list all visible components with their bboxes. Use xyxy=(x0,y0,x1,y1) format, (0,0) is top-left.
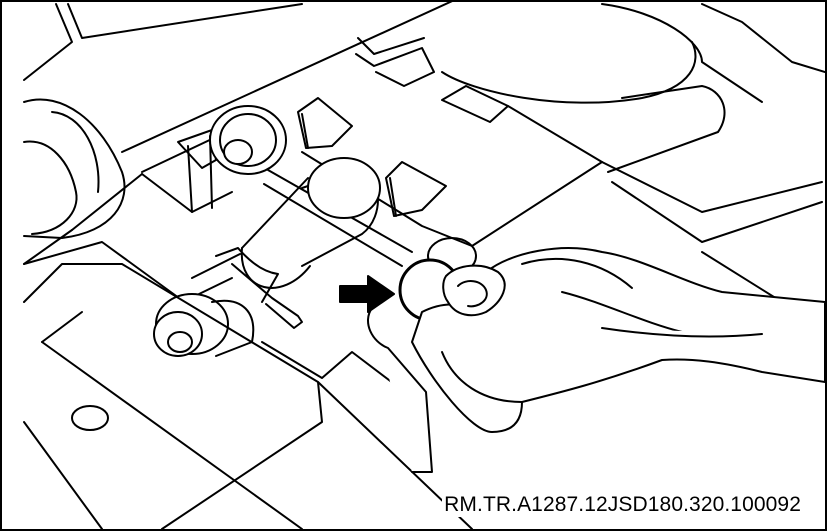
reference-code: RM.TR.A1287.12JSD180.320.100092 xyxy=(442,493,803,517)
housing-tabs xyxy=(297,85,603,247)
lower-tray xyxy=(23,161,825,529)
left-cylinder xyxy=(23,98,126,239)
hand xyxy=(367,247,825,473)
arrow-right-icon xyxy=(339,275,395,313)
roller-shaft-assembly xyxy=(153,105,413,357)
housing-top-surface xyxy=(23,3,825,173)
